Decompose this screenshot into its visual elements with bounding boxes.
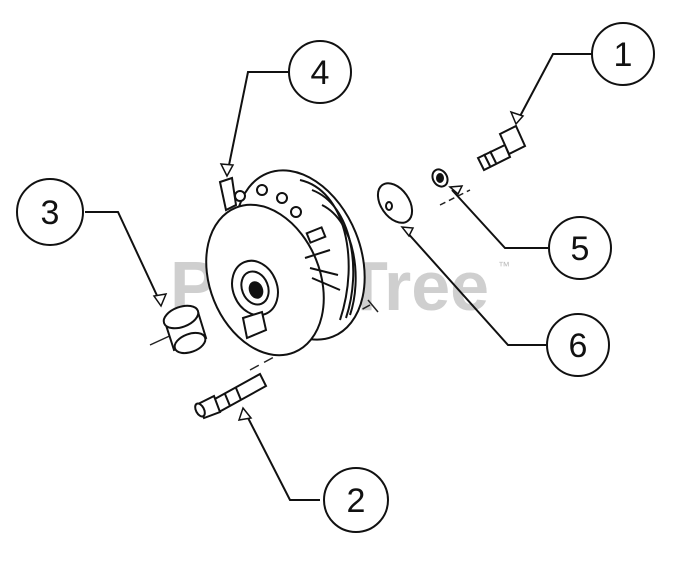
callout-6-label: 6 [569, 327, 588, 365]
shaft-part [194, 372, 268, 420]
callout-2-label: 2 [347, 482, 366, 520]
arrow-heads [152, 110, 525, 421]
spacer-part [162, 304, 208, 355]
callout-6: 6 [546, 313, 610, 377]
callout-3: 3 [16, 178, 84, 246]
flat-washer-part [376, 182, 414, 224]
callout-1-label: 1 [614, 36, 633, 74]
lock-washer-part [431, 168, 449, 188]
clutch-part [205, 169, 366, 357]
callout-5: 5 [548, 216, 612, 280]
callout-2: 2 [323, 467, 389, 533]
watermark-trademark: ™ [498, 259, 510, 273]
callout-4: 4 [288, 40, 352, 104]
callout-5-label: 5 [571, 230, 590, 268]
callout-4-label: 4 [311, 54, 330, 92]
callout-3-label: 3 [41, 194, 60, 232]
callout-1: 1 [591, 22, 655, 86]
leader-lines [85, 53, 592, 501]
bolt-part [476, 124, 527, 172]
